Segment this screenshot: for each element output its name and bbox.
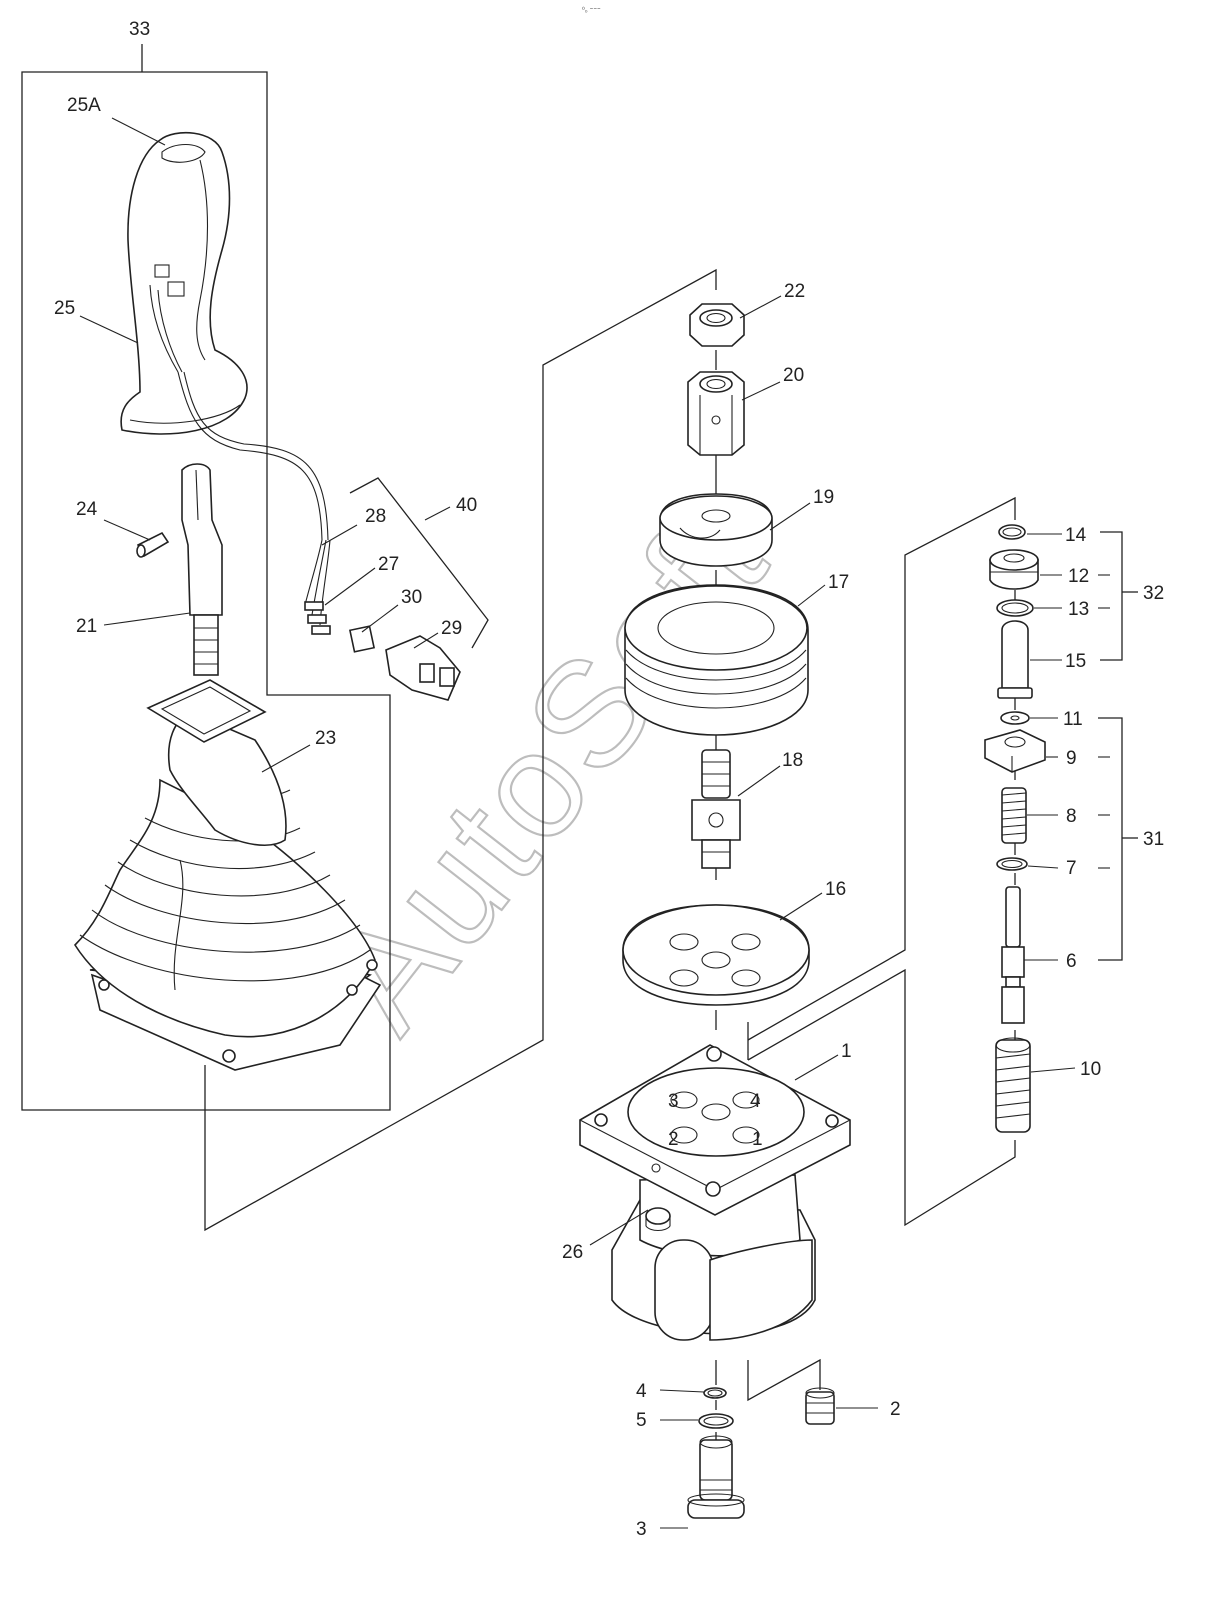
return-spring-large xyxy=(995,1037,1031,1133)
assembly-40-bracket xyxy=(349,477,489,649)
connector-plug xyxy=(385,635,461,701)
snap-ring-top xyxy=(998,524,1026,540)
label-27: 27 xyxy=(378,554,399,575)
label-14: 14 xyxy=(1065,525,1087,546)
label-1: 1 xyxy=(841,1041,852,1062)
pin xyxy=(136,531,170,558)
label-19: 19 xyxy=(813,487,834,508)
label-21: 21 xyxy=(76,616,97,637)
label-7: 7 xyxy=(1066,858,1077,879)
label-11: 11 xyxy=(1063,709,1083,730)
label-12: 12 xyxy=(1068,566,1089,587)
port-number-4: 4 xyxy=(750,1091,761,1112)
label-2: 2 xyxy=(890,1399,901,1420)
return-spring-small xyxy=(1001,787,1027,844)
universal-joint xyxy=(691,749,741,869)
label-28: 28 xyxy=(365,506,386,527)
valve-body xyxy=(579,1044,851,1341)
leader-lines xyxy=(79,117,1076,1529)
label-8: 8 xyxy=(1066,806,1077,827)
rubber-boot xyxy=(73,679,382,1071)
body-plug xyxy=(645,1207,671,1232)
label-5: 5 xyxy=(636,1410,647,1431)
label-24: 24 xyxy=(76,499,98,520)
lever-rod xyxy=(181,463,223,676)
washer-11 xyxy=(1000,711,1030,725)
label-26: 26 xyxy=(562,1242,583,1263)
port-number-3: 3 xyxy=(668,1091,679,1112)
label-18: 18 xyxy=(782,750,803,771)
label-20: 20 xyxy=(783,365,804,386)
wiring-harness xyxy=(304,539,461,701)
label-29: 29 xyxy=(441,618,462,639)
spring-seat xyxy=(984,729,1046,773)
hex-coupler xyxy=(687,371,745,456)
push-rod xyxy=(997,620,1033,699)
label-40: 40 xyxy=(456,495,477,516)
connector-housing xyxy=(348,625,376,653)
part-labels: 33 25A 25 24 21 23 28 40 27 30 29 22 20 … xyxy=(54,19,1164,1540)
o-ring-small xyxy=(703,1387,727,1399)
assembly-33-frame xyxy=(21,44,391,1111)
label-25: 25 xyxy=(54,298,75,319)
boot-retainer-cover xyxy=(624,584,809,736)
label-33: 33 xyxy=(129,19,150,40)
label-22: 22 xyxy=(784,281,805,302)
label-32: 32 xyxy=(1143,583,1164,604)
label-16: 16 xyxy=(825,879,846,900)
label-6: 6 xyxy=(1066,951,1077,972)
spacer-plate xyxy=(622,904,810,1006)
header-mark: ⁰₀ ⁼⁼⁼ xyxy=(582,6,601,14)
label-15: 15 xyxy=(1065,651,1086,672)
label-31: 31 xyxy=(1143,829,1164,850)
label-17: 17 xyxy=(828,572,849,593)
port-number-2: 2 xyxy=(668,1129,679,1150)
joystick-handle xyxy=(120,131,329,541)
group-31-bracket xyxy=(1098,717,1138,961)
label-23: 23 xyxy=(315,728,336,749)
label-4: 4 xyxy=(636,1381,647,1402)
terminals xyxy=(304,601,331,635)
o-ring-seal xyxy=(996,599,1034,617)
cam-plate xyxy=(659,493,773,567)
label-3: 3 xyxy=(636,1519,647,1540)
label-30: 30 xyxy=(401,587,422,608)
port-number-1: 1 xyxy=(752,1129,763,1150)
group-32-bracket xyxy=(1098,531,1138,661)
label-13: 13 xyxy=(1068,599,1089,620)
label-25a: 25A xyxy=(67,95,101,116)
main-exploded-frame xyxy=(204,268,1016,1440)
o-ring-large xyxy=(698,1413,734,1429)
seal-bushing xyxy=(989,549,1039,590)
set-screw xyxy=(805,1387,835,1425)
spool xyxy=(1001,886,1025,1024)
washer-7 xyxy=(996,857,1028,871)
hex-nut xyxy=(689,303,745,347)
label-10: 10 xyxy=(1080,1059,1101,1080)
port-fitting xyxy=(687,1435,745,1519)
label-9: 9 xyxy=(1066,748,1077,769)
